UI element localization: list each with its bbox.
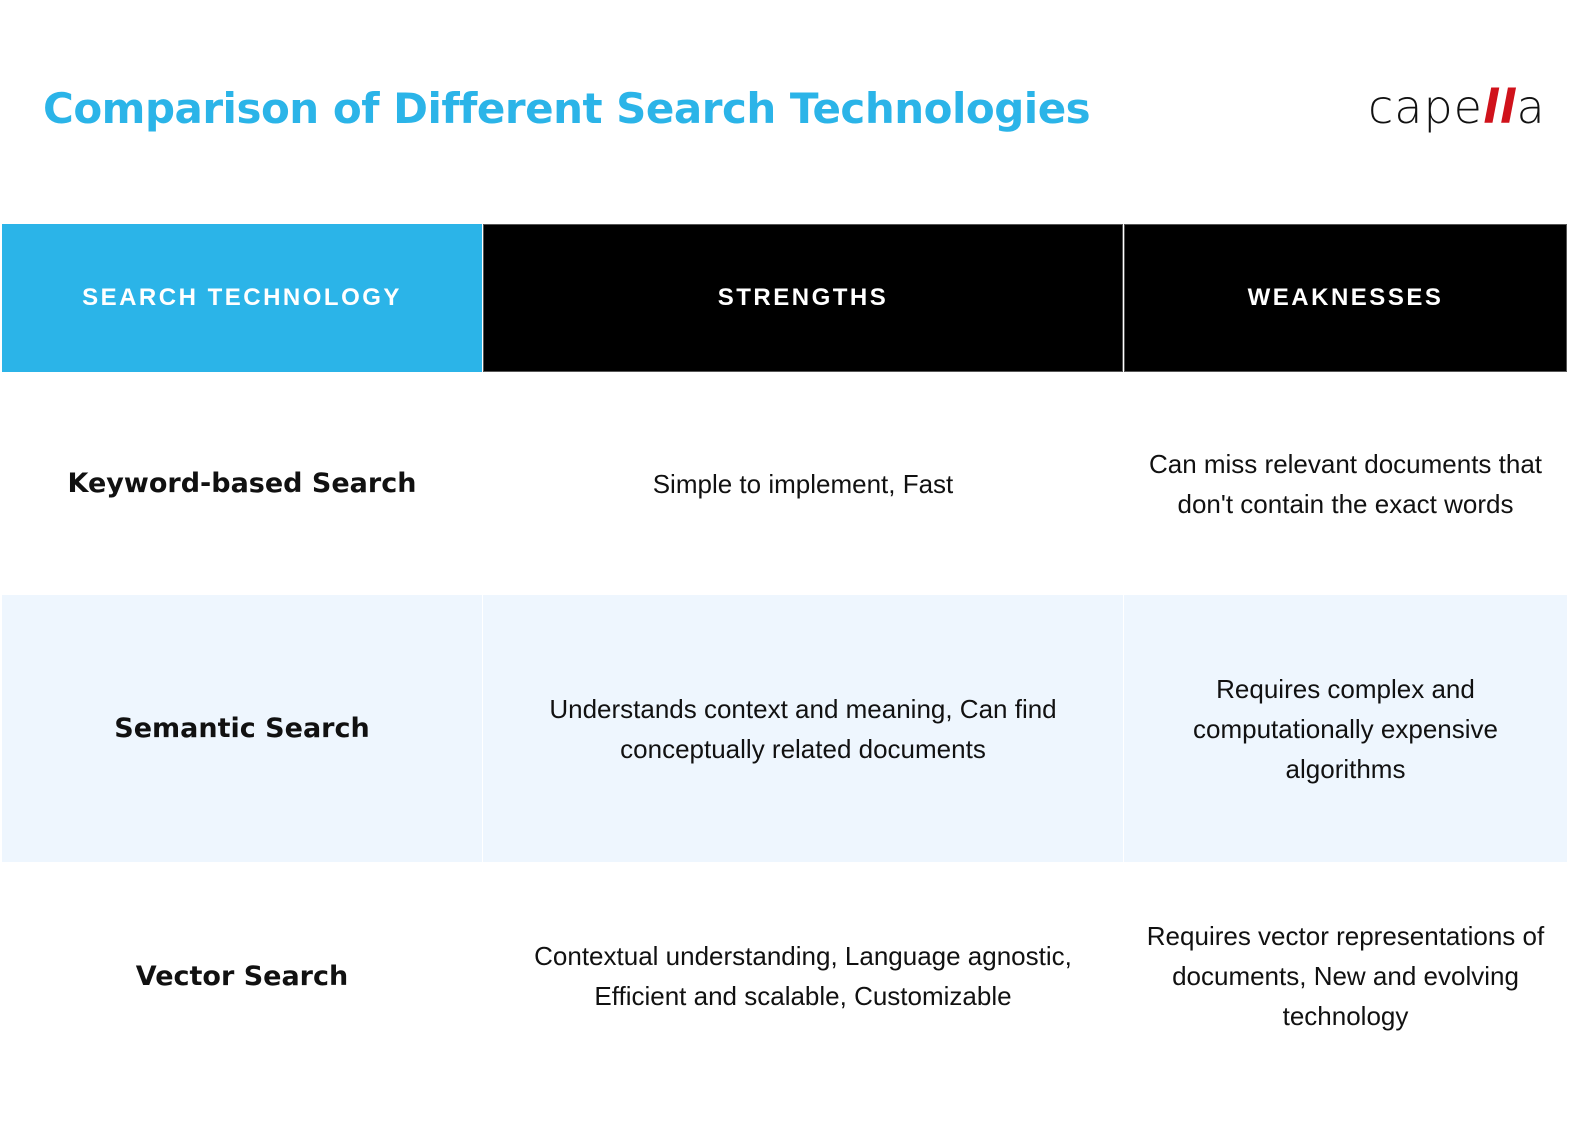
strengths-cell: Contextual understanding, Language agnos…	[483, 862, 1123, 1090]
technology-name: Semantic Search	[2, 595, 482, 862]
table-header-row: SEARCH TECHNOLOGY STRENGTHS WEAKNESSES	[2, 224, 1567, 372]
column-header-weaknesses: WEAKNESSES	[1124, 224, 1567, 372]
table-row: Keyword-based Search Simple to implement…	[2, 372, 1567, 595]
page-title: Comparison of Different Search Technolog…	[43, 84, 1091, 133]
comparison-table: SEARCH TECHNOLOGY STRENGTHS WEAKNESSES K…	[2, 224, 1567, 1090]
logo-prefix: cape	[1368, 80, 1483, 134]
table-row: Vector Search Contextual understanding, …	[2, 862, 1567, 1090]
column-header-strengths: STRENGTHS	[483, 224, 1123, 372]
logo-accent: ll	[1482, 80, 1517, 134]
technology-name: Vector Search	[2, 862, 482, 1090]
strengths-cell: Understands context and meaning, Can fin…	[483, 595, 1123, 862]
technology-name: Keyword-based Search	[2, 372, 482, 595]
capella-logo: capella	[1368, 80, 1546, 134]
weaknesses-cell: Can miss relevant documents that don't c…	[1124, 372, 1567, 595]
table-row: Semantic Search Understands context and …	[2, 595, 1567, 862]
weaknesses-cell: Requires complex and computationally exp…	[1124, 595, 1567, 862]
strengths-cell: Simple to implement, Fast	[483, 372, 1123, 595]
weaknesses-cell: Requires vector representations of docum…	[1124, 862, 1567, 1090]
logo-suffix: a	[1516, 80, 1546, 134]
column-header-technology: SEARCH TECHNOLOGY	[2, 224, 482, 372]
